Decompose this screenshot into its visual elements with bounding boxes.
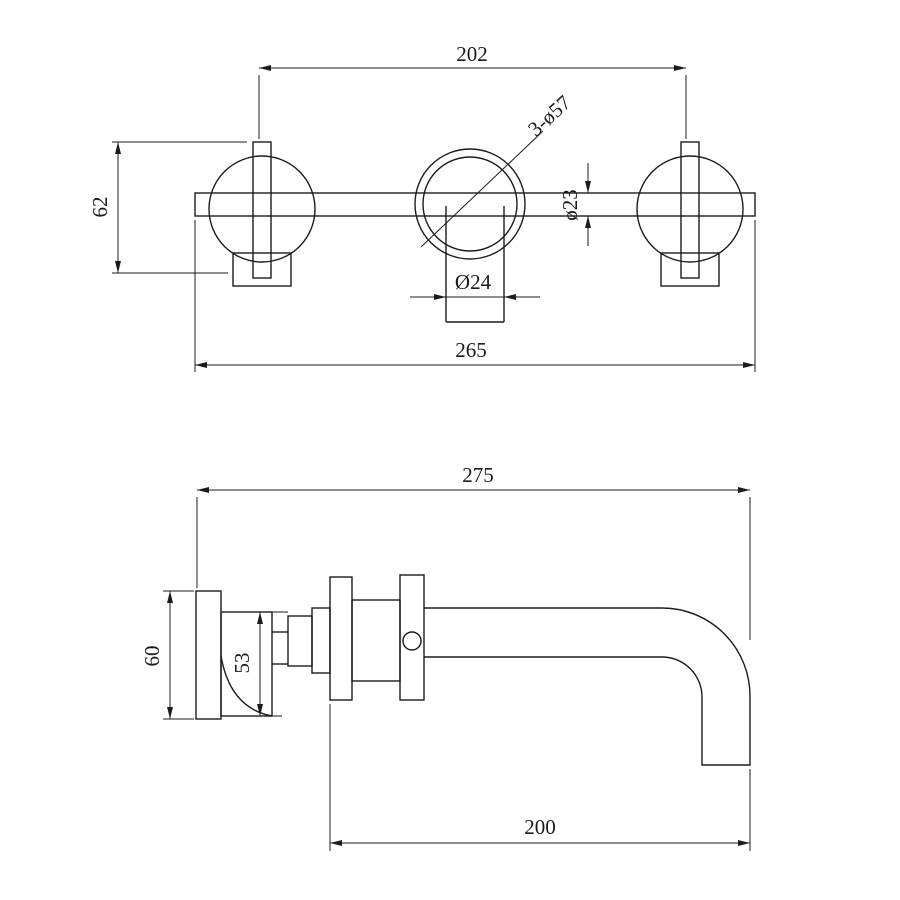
dim-label-60: 60	[140, 646, 164, 667]
front-view: 202 62 3-ø57 ø23 Ø24	[88, 42, 756, 372]
dim-label-d23: ø23	[558, 189, 582, 221]
dim-spout-reach: 200	[329, 704, 751, 851]
set-screw	[402, 631, 422, 651]
dim-hole-spacing: 202	[258, 42, 687, 139]
spout-profile	[424, 607, 751, 766]
left-handle-base	[232, 252, 292, 287]
wall-plate-front	[399, 574, 425, 701]
left-handle-arm	[252, 141, 272, 279]
valve-base-arc	[220, 655, 273, 717]
side-view: 275 60 53 200	[140, 463, 751, 851]
spout-assembly	[329, 574, 751, 766]
dim-label-202: 202	[456, 42, 488, 66]
left-handle	[208, 141, 316, 287]
wall-bar	[194, 192, 756, 217]
dim-label-53: 53	[230, 653, 254, 674]
right-handle-arm	[680, 141, 700, 279]
spout-body	[351, 599, 401, 682]
right-handle-ring	[636, 155, 744, 263]
cartridge-collar	[311, 607, 331, 674]
concealed-valve-body	[195, 590, 331, 720]
spout-escutcheon-inner	[422, 156, 518, 252]
note-label-3-d57: 3-ø57	[523, 90, 575, 141]
left-handle-ring	[208, 155, 316, 263]
dim-handle-height: 62	[88, 141, 247, 274]
dim-label-275: 275	[462, 463, 494, 487]
dim-base-height: 53	[230, 611, 288, 717]
right-handle	[636, 141, 744, 287]
dim-label-265: 265	[455, 338, 487, 362]
dim-label-d24: Ø24	[455, 270, 492, 294]
spout-escutcheon-outer	[414, 148, 526, 260]
dim-overall-depth: 275	[196, 463, 751, 640]
dim-label-200: 200	[524, 815, 556, 839]
dim-overall-width: 265	[194, 220, 756, 372]
wall-plate-rear	[329, 576, 353, 701]
dim-spout-outlet: Ø24	[410, 270, 540, 300]
dim-bar-diameter: ø23	[540, 163, 601, 246]
right-handle-base	[660, 252, 720, 287]
spout-outlet	[414, 148, 526, 323]
dim-label-62: 62	[88, 197, 112, 218]
valve-flange	[195, 590, 222, 720]
note-hole-diameters: 3-ø57	[420, 90, 576, 248]
cartridge	[287, 615, 313, 667]
leader-line	[420, 130, 544, 248]
dim-valve-height: 60	[140, 590, 194, 720]
